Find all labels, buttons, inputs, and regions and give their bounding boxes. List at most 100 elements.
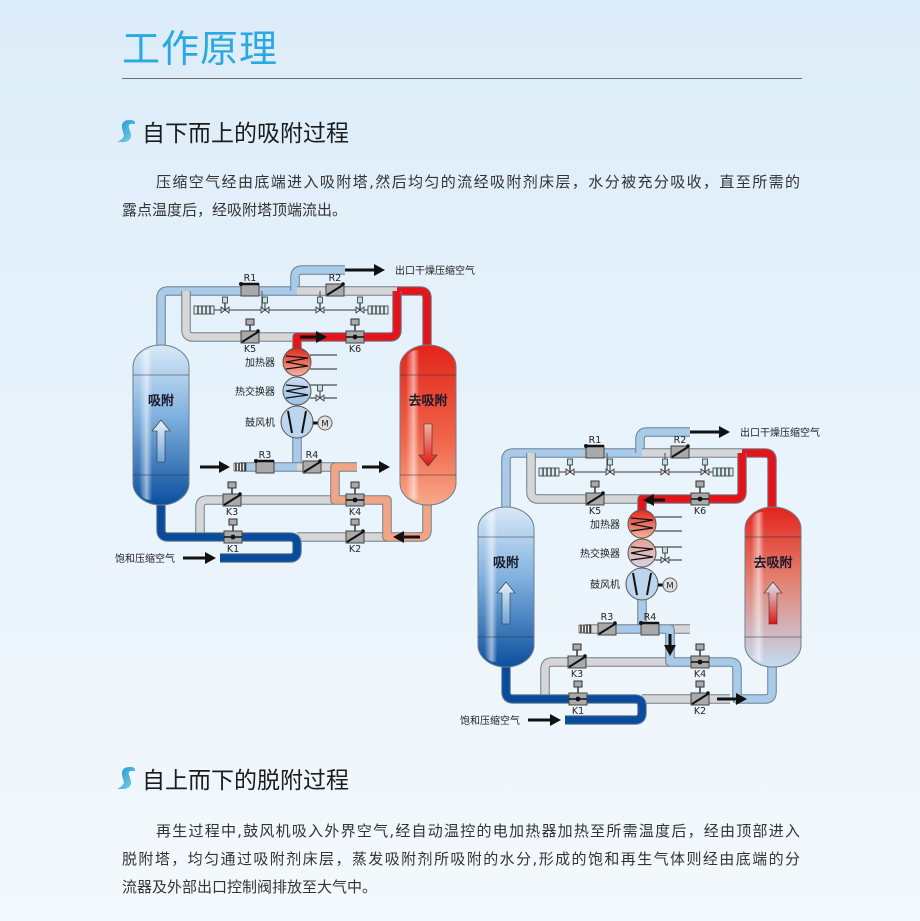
pipe-inlet (502, 667, 646, 724)
tower-label: 去吸附 (753, 555, 792, 571)
motor-icon (317, 415, 333, 431)
pipe-exhaust (331, 463, 431, 541)
section-heading-text: 自下而上的吸附过程 (142, 121, 349, 147)
pipe-hot-top (397, 287, 431, 345)
arrow-up-icon (151, 419, 171, 463)
paragraph-line: 流器及外部出口控制阀排放至大气中。 (122, 878, 378, 896)
valve-r4[interactable]: R4 (302, 450, 322, 474)
valve-label: K3 (226, 507, 238, 518)
valve-r1[interactable]: R1 (239, 273, 260, 297)
valve-label: R2 (329, 273, 342, 284)
solenoid-valve-icon (260, 296, 270, 314)
valve-k5[interactable]: K5 (240, 318, 260, 355)
page-title: 工作原理 (122, 27, 279, 71)
pipe-k5 (182, 291, 297, 341)
valve-label: R2 (674, 435, 687, 446)
blower-label: 鼓风机 (590, 578, 620, 591)
pipe-outlet (636, 428, 690, 453)
valve-k1[interactable]: K1 (223, 518, 243, 555)
flow-arrow-icon (183, 552, 216, 564)
valve-label: R4 (644, 612, 657, 623)
motor-icon (662, 577, 678, 593)
pipe-hot-k6-outline (637, 453, 747, 520)
pipe-hot-k6-outline (292, 291, 402, 358)
solenoid-valve-icon (700, 458, 710, 476)
arrow-down-icon (418, 423, 438, 467)
inlet-label: 饱和压缩空气 (460, 714, 520, 727)
paragraph-line: 再生过程中,鼓风机吸入外界空气,经自动温控的电加热器加热至所需温度后，经由顶部进… (156, 822, 800, 840)
flow-arrow-icon (717, 693, 747, 705)
valve-label: R3 (259, 450, 272, 461)
valve-label: R1 (589, 435, 602, 446)
flow-arrow-icon (393, 531, 420, 543)
pipe-k5 (527, 453, 642, 503)
adsorption-paragraph: 压缩空气经由底端进入吸附塔,然后均匀的流经吸附剂床层，水分被充分吸收，直至所需的… (122, 168, 800, 224)
section-heading-text: 自上而下的脱附过程 (142, 768, 349, 794)
valve-k3[interactable]: K3 (222, 481, 242, 518)
arrow-up-icon (763, 581, 783, 625)
heat-exchanger-label: 热交换器 (235, 385, 275, 398)
valve-k4[interactable]: K4 (345, 481, 365, 518)
valve-r2[interactable]: R2 (670, 435, 690, 459)
intake-silencer-icon (578, 624, 592, 634)
pipe-hot-top (742, 449, 776, 507)
valve-r2[interactable]: R2 (325, 273, 345, 297)
pipe-hot-k6 (638, 453, 746, 520)
valve-label: K2 (349, 544, 361, 555)
valve-label: K5 (589, 506, 601, 517)
section-heading-desorption: 自上而下的脱附过程 (116, 761, 349, 795)
tower-label: 吸附 (493, 555, 519, 571)
solenoid-valve-icon (355, 296, 365, 314)
valve-r4[interactable]: R4 (639, 612, 660, 636)
pipe-hot-k6 (293, 291, 401, 358)
heater-label: 加热器 (590, 518, 620, 531)
pipe-k3-outline (540, 657, 670, 699)
motor-label: M (666, 582, 673, 592)
silencer-icon (193, 305, 215, 315)
valve-k5[interactable]: K5 (585, 480, 605, 517)
valve-k3[interactable]: K3 (567, 643, 587, 680)
valve-label: K3 (571, 669, 583, 680)
flow-arrow-icon (528, 714, 561, 726)
valve-label: K4 (349, 507, 361, 518)
flow-arrow-icon (690, 426, 730, 438)
valve-label: K1 (227, 544, 239, 555)
valve-k4[interactable]: K4 (690, 643, 710, 680)
solenoid-valve-icon (565, 458, 575, 476)
valve-label: K2 (694, 706, 706, 717)
valve-k2[interactable]: K2 (690, 680, 710, 717)
pipe-outlet-main (157, 287, 297, 345)
adsorption-tower: 吸附 (132, 344, 190, 506)
valve-k1[interactable]: K1 (568, 680, 588, 717)
valve-label: K6 (694, 506, 706, 517)
valve-label: K5 (244, 344, 256, 355)
intake-silencer-icon (233, 462, 247, 472)
valve-k6[interactable]: K6 (690, 480, 710, 517)
title-divider (122, 78, 802, 79)
heat-exchanger (282, 376, 337, 406)
section-bullet-icon (117, 767, 136, 789)
valve-k2[interactable]: K2 (345, 518, 365, 555)
valve-label: R1 (244, 273, 257, 284)
flow-arrow-icon (200, 461, 230, 473)
valve-r1[interactable]: R1 (584, 435, 605, 459)
outlet-label: 出口干燥压缩空气 (395, 264, 475, 277)
paragraph-line: 脱附塔，均匀通过吸附剂床层，蒸发吸附剂所吸附的水分,形成的饱和再生气体则经由底端… (122, 850, 800, 868)
valve-r3[interactable]: R3 (254, 450, 275, 474)
solenoid-valve-icon (660, 546, 670, 564)
arrow-up-icon (496, 581, 516, 625)
flow-arrow-icon (300, 331, 327, 343)
flow-arrow-icon (643, 494, 665, 506)
valve-k6[interactable]: K6 (345, 318, 365, 355)
inlet-label: 饱和压缩空气 (115, 552, 175, 565)
solenoid-valve-icon (660, 458, 670, 476)
heater (282, 347, 337, 377)
paragraph-line: 压缩空气经由底端进入吸附塔,然后均匀的流经吸附剂床层，水分被充分吸收，直至所需的 (156, 173, 800, 191)
desorption-paragraph: 再生过程中,鼓风机吸入外界空气,经自动温控的电加热器加热至所需温度后，经由顶部进… (122, 817, 800, 901)
solenoid-valve-icon (220, 296, 230, 314)
paragraph-line: 露点温度后，经吸附塔顶端流出。 (122, 201, 348, 219)
solenoid-valve-icon (315, 296, 325, 314)
valve-r3[interactable]: R3 (597, 612, 617, 636)
